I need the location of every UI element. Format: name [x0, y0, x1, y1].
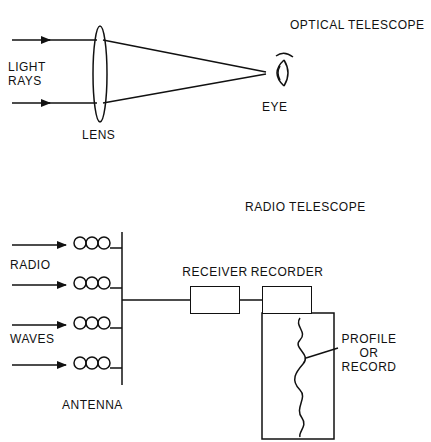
coil-loop — [74, 237, 86, 249]
radio-wave — [12, 244, 66, 246]
coil-lead — [110, 327, 122, 329]
radio-wave — [12, 364, 66, 366]
light-ray — [12, 39, 50, 41]
ray-label: LIGHT RAYS — [8, 60, 58, 88]
instrument-box: RECORDER — [262, 286, 312, 314]
eye-symbol — [284, 60, 288, 86]
converging-ray — [103, 74, 266, 103]
coil-loop — [86, 357, 98, 369]
radio-wave — [12, 284, 66, 286]
eye-symbol — [277, 60, 284, 86]
eye-brow — [276, 53, 293, 57]
part-label: EYE — [262, 100, 288, 114]
coil-loop — [98, 237, 110, 249]
converging-ray — [103, 40, 266, 72]
coil-loop — [86, 317, 98, 329]
coil-lead — [110, 367, 122, 369]
profile-trace — [295, 318, 306, 437]
diagram-title: OPTICAL TELESCOPE — [290, 18, 425, 32]
coil-loop — [74, 357, 86, 369]
light-ray — [12, 102, 50, 104]
coil-loop — [74, 317, 86, 329]
light-ray — [48, 39, 97, 41]
coil-lead — [110, 247, 122, 249]
antenna-wire — [122, 299, 190, 301]
coil-loop — [86, 277, 98, 289]
chart-paper — [262, 313, 334, 439]
part-label: ANTENNA — [62, 398, 123, 412]
box-heading: RECORDER — [251, 265, 324, 279]
coil-lead — [110, 287, 122, 289]
signal-wire — [240, 299, 262, 301]
light-ray — [48, 102, 97, 104]
instrument-box: RECEIVER — [190, 286, 240, 314]
radio-wave — [12, 324, 66, 326]
coil-loop — [98, 277, 110, 289]
coil-loop — [86, 237, 98, 249]
callout-label: PROFILE OR RECORD — [340, 332, 398, 374]
wave-label: RADIO — [10, 258, 51, 272]
coil-loop — [74, 277, 86, 289]
wave-label: WAVES — [10, 332, 55, 346]
eye-symbol — [278, 66, 280, 80]
part-label: LENS — [82, 128, 115, 142]
antenna-coils — [74, 237, 122, 369]
diagram-title: RADIO TELESCOPE — [245, 200, 366, 214]
box-heading: RECEIVER — [182, 265, 247, 279]
coil-loop — [98, 357, 110, 369]
leader-line — [306, 348, 338, 358]
coil-loop — [98, 317, 110, 329]
antenna-mast — [121, 232, 123, 385]
